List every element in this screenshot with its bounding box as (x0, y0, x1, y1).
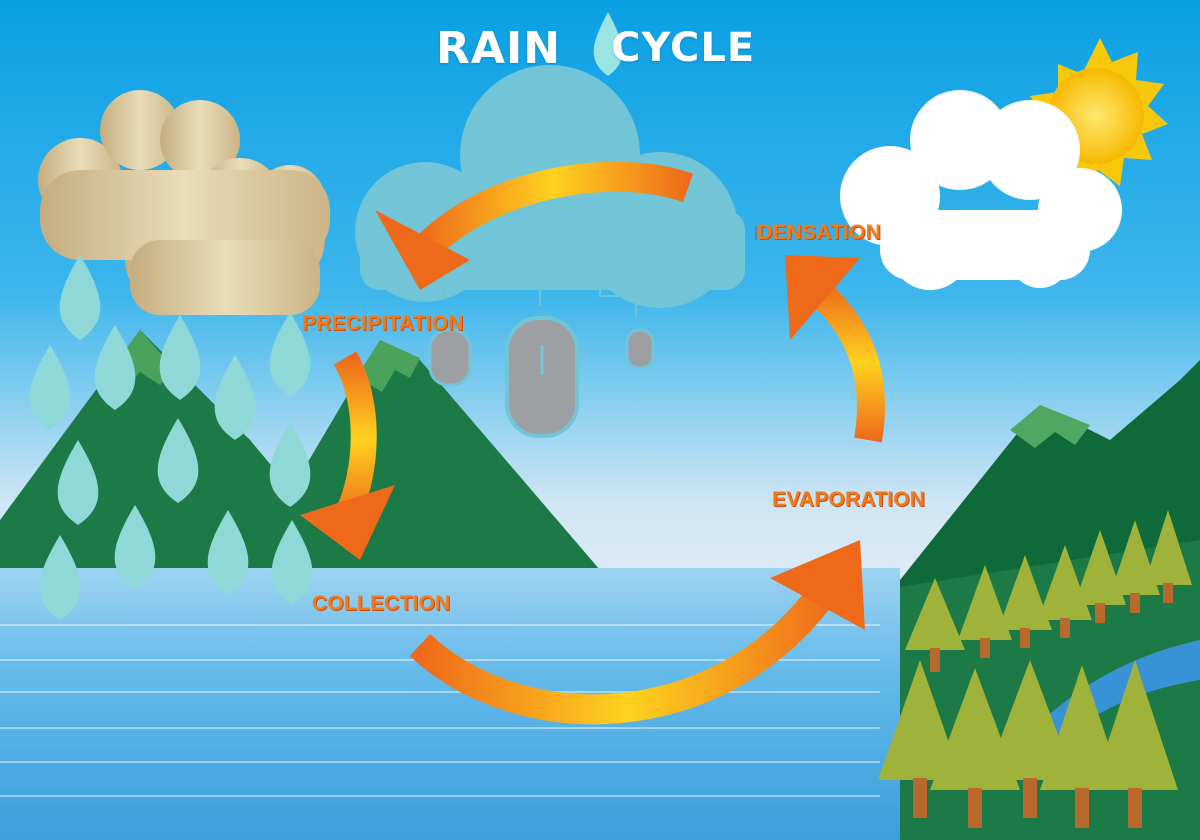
label-condensation-container: CONDENSATION (755, 221, 885, 251)
title: RAIN CYCLE (436, 18, 755, 78)
forest (878, 510, 1192, 828)
white-cloud (840, 90, 1122, 290)
beige-cloud (38, 90, 330, 315)
water-drop-icon (593, 12, 623, 76)
arrow-condensation-to-precipitation (408, 161, 694, 266)
title-word-rain: RAIN (436, 22, 562, 74)
title-word-cycle: CYCLE (611, 25, 756, 71)
label-condensation: CONDENSATION (755, 221, 881, 244)
label-collection: COLLECTION (312, 592, 451, 615)
network-node-group (444, 286, 637, 318)
rain-drops (29, 255, 313, 620)
mouse-icon (428, 316, 655, 438)
label-evaporation: EVAPORATION (772, 488, 926, 511)
cycle-arrows (300, 161, 885, 725)
arrow-collection-to-evaporation (409, 566, 848, 725)
label-precipitation: PRECIPITATION (302, 312, 464, 335)
water-body (0, 568, 900, 840)
